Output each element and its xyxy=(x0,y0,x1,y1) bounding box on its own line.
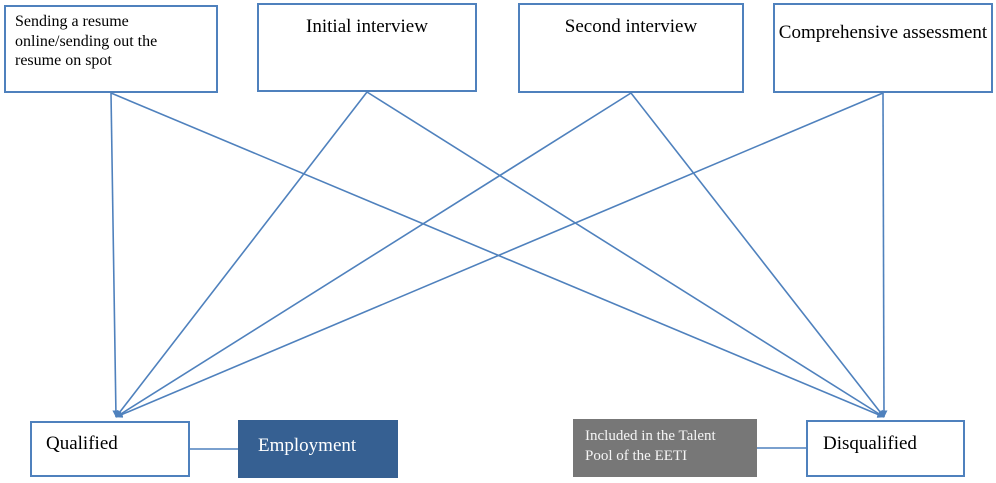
edge-resume-to-qualified xyxy=(110,92,120,418)
stage-label-initial-interview: Initial interview xyxy=(306,16,428,37)
outcome-box-qualified: Qualified xyxy=(30,421,190,477)
outcome-box-disqualified: Disqualified xyxy=(806,420,965,477)
outcome-label-disqualified: Disqualified xyxy=(823,433,917,454)
edge-comprehensive-to-disqualified xyxy=(880,92,888,418)
edge-resume-to-disqualified xyxy=(110,92,885,418)
edge-second-to-disqualified xyxy=(630,92,885,418)
outcome-box-talent-pool: Included in the Talent Pool of the EETI xyxy=(573,419,757,477)
outcome-box-employment: Employment xyxy=(238,420,398,478)
stage-label-resume: Sending a resume online/sending out the … xyxy=(15,13,158,70)
stage-box-comprehensive-assessment: Comprehensive assessment xyxy=(773,3,993,93)
outcome-label-talent-pool: Included in the Talent Pool of the EETI xyxy=(585,428,716,464)
edge-comprehensive-to-qualified xyxy=(115,92,884,418)
stage-box-initial-interview: Initial interview xyxy=(257,3,477,92)
stage-label-second-interview: Second interview xyxy=(564,16,698,37)
edge-initial-to-qualified xyxy=(115,91,368,418)
outcome-label-employment: Employment xyxy=(258,435,357,456)
outcome-label-qualified: Qualified xyxy=(46,433,118,454)
stage-label-comprehensive-assessment: Comprehensive assessment xyxy=(778,22,988,43)
edge-second-to-qualified xyxy=(115,92,632,418)
stage-box-resume: Sending a resume online/sending out the … xyxy=(4,5,218,93)
edge-initial-to-disqualified xyxy=(366,91,885,418)
stage-box-second-interview: Second interview xyxy=(518,3,744,93)
